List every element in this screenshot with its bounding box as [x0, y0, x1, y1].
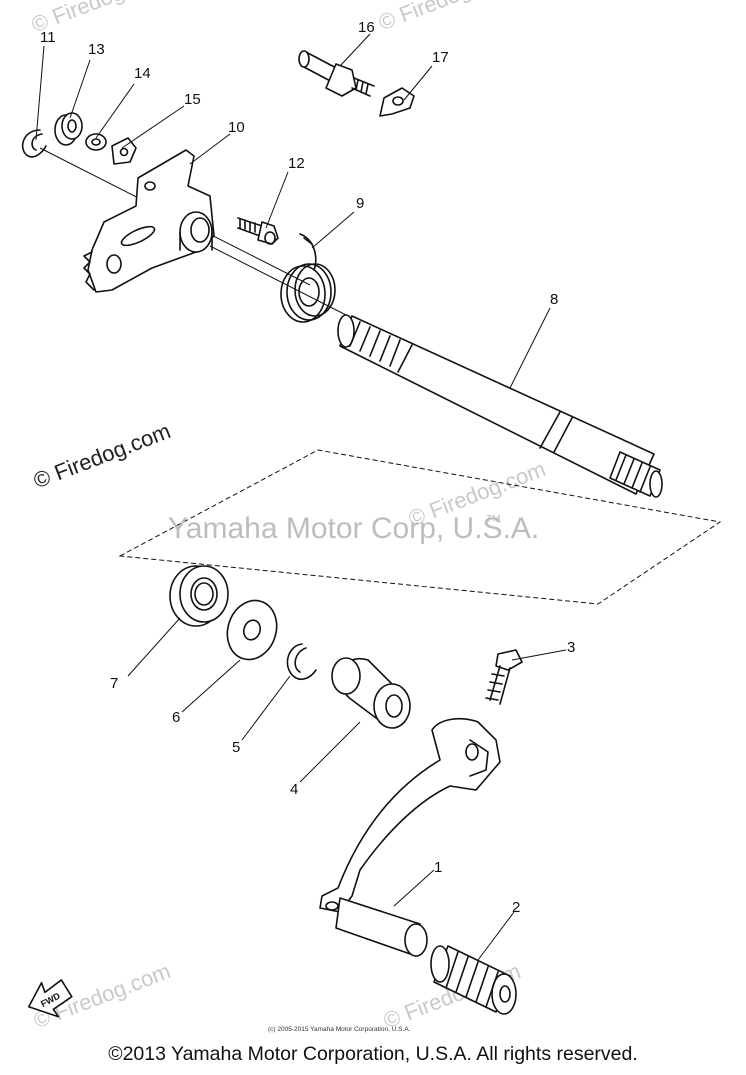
copyright-footer: ©2013 Yamaha Motor Corporation, U.S.A. A… — [108, 1043, 638, 1065]
callout-7: 7 — [110, 675, 118, 692]
watermark-trademark: TM — [486, 514, 501, 525]
part-16-stud-bolt[interactable] — [298, 50, 375, 97]
callout-13: 13 — [88, 41, 105, 58]
case-outline — [118, 449, 722, 605]
guide-line-shaft — [209, 245, 349, 317]
callout-15: 15 — [184, 91, 201, 108]
callout-12: 12 — [288, 155, 305, 172]
part-5-circlip[interactable] — [286, 643, 317, 681]
callout-4: 4 — [290, 781, 298, 798]
callout-2: 2 — [512, 899, 520, 916]
callout-11: 11 — [40, 29, 56, 46]
callout-16: 16 — [358, 19, 375, 36]
callout-17: 17 — [432, 49, 449, 66]
callout-10: 10 — [228, 119, 245, 136]
part-9-spring[interactable] — [280, 233, 336, 323]
part-13-collar[interactable] — [54, 112, 83, 146]
part-4-collar[interactable] — [331, 657, 411, 729]
callout-5: 5 — [232, 739, 240, 756]
part-11-circlip[interactable] — [21, 129, 47, 158]
part-12-bolt[interactable] — [237, 217, 279, 245]
part-2-pedal-rubber[interactable] — [430, 945, 517, 1015]
part-3-bolt[interactable] — [485, 649, 523, 705]
part-14-washer[interactable] — [85, 133, 107, 151]
callout-3: 3 — [567, 639, 575, 656]
part-17-lock-washer[interactable] — [379, 87, 415, 117]
part-1-shift-pedal[interactable] — [319, 717, 501, 957]
part-7-oil-seal[interactable] — [169, 565, 229, 627]
part-15-lock-plate[interactable] — [111, 137, 137, 165]
small-copyright: (c) 2005-2015 Yamaha Motor Corporation, … — [268, 1026, 411, 1033]
callout-6: 6 — [172, 709, 180, 726]
part-8-shift-shaft[interactable] — [337, 314, 663, 498]
callout-leaders — [35, 33, 567, 961]
fwd-arrow-icon: FWD — [27, 979, 73, 1018]
callout-1: 1 — [434, 859, 442, 876]
callout-14: 14 — [134, 65, 151, 82]
watermark-yamaha: Yamaha Motor Corp, U.S.A. — [168, 512, 540, 545]
callout-numbers: 11 13 14 15 10 12 9 8 16 17 3 7 6 5 4 1 … — [40, 19, 575, 916]
callout-9: 9 — [356, 195, 364, 212]
part-6-washer[interactable] — [220, 594, 284, 666]
callout-8: 8 — [550, 291, 558, 308]
part-10-shift-arm[interactable] — [83, 149, 215, 293]
